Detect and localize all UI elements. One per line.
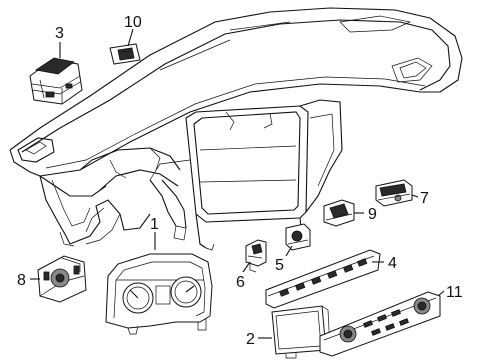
instrument-panel-drawing	[9, 7, 463, 251]
part-push-button-switch	[323, 199, 355, 227]
callout-4: 4	[388, 255, 397, 272]
part-sensor-bracket	[245, 239, 267, 273]
callout-7: 7	[420, 190, 429, 207]
callout-5: 5	[275, 257, 284, 274]
part-display-screen	[271, 305, 331, 359]
callout-3: 3	[55, 25, 64, 42]
part-headlamp-switch	[37, 255, 87, 303]
part-control-module	[29, 57, 83, 105]
part-climate-control-panel	[319, 291, 441, 357]
part-small-switch	[109, 43, 141, 65]
part-switch-module	[375, 179, 413, 207]
callout-11: 11	[446, 284, 463, 301]
callout-8: 8	[17, 272, 26, 289]
part-switch-panel	[265, 249, 381, 309]
callout-1: 1	[150, 216, 159, 233]
leader-lines	[30, 28, 445, 339]
part-instrument-cluster	[105, 253, 213, 335]
callout-9: 9	[368, 206, 377, 223]
part-switch	[285, 223, 311, 251]
callout-2: 2	[246, 331, 255, 348]
callout-labels: 3 10 1 2 4 5 6 7 8 9 11	[17, 14, 463, 348]
callout-10: 10	[124, 14, 142, 31]
callout-6: 6	[236, 274, 245, 291]
